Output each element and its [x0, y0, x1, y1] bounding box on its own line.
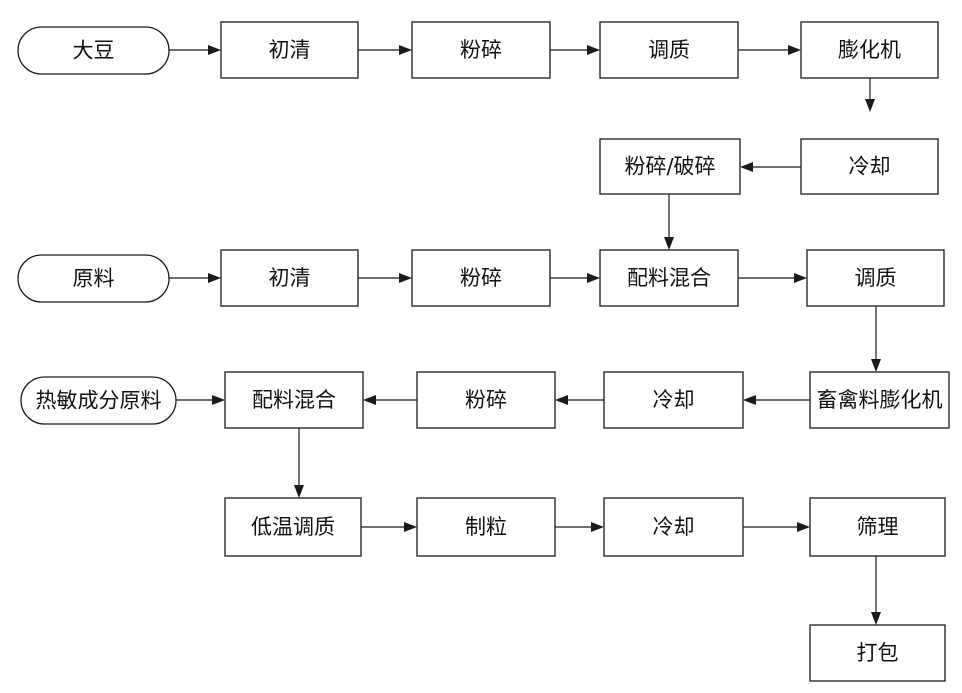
- arrow-condition-to-extruder: [738, 45, 801, 55]
- node-raw-material: 原料: [17, 254, 170, 303]
- node-heat-sensitive: 热敏成分原料: [20, 376, 177, 425]
- node-screening: 筛理: [809, 497, 946, 557]
- node-soybean-condition: 调质: [599, 21, 739, 79]
- arrow-cool-to-screening: [743, 522, 810, 532]
- node-label: 调质: [855, 266, 897, 290]
- node-label: 初清: [269, 266, 311, 290]
- arrow-clean-to-grind-2: [358, 273, 412, 283]
- node-label: 冷却: [653, 515, 695, 539]
- node-label: 粉碎: [460, 266, 502, 290]
- node-raw-condition: 调质: [806, 249, 945, 307]
- arrow-extruder-to-cool: [865, 78, 875, 112]
- node-label: 大豆: [73, 39, 115, 63]
- arrow-cool-to-crush: [740, 162, 801, 172]
- node-label: 粉碎: [465, 388, 507, 412]
- node-label: 筛理: [857, 515, 899, 539]
- node-label: 配料混合: [252, 388, 336, 412]
- arrow-grind-to-condition: [550, 45, 600, 55]
- node-label: 膨化机: [838, 38, 901, 62]
- node-final-mix: 配料混合: [224, 371, 364, 429]
- flow-arrows: [169, 45, 881, 625]
- node-extruded-grind: 粉碎: [416, 371, 556, 429]
- node-pelleting: 制粒: [416, 497, 556, 557]
- node-low-temp-condition: 低温调质: [224, 497, 362, 557]
- node-soybean-crush: 粉碎/破碎: [599, 138, 741, 195]
- node-label: 调质: [648, 38, 690, 62]
- node-label: 打包: [857, 641, 899, 665]
- node-soybean: 大豆: [17, 26, 170, 75]
- arrow-low-temp-to-pelleting: [361, 522, 417, 532]
- arrow-cool-to-grind: [555, 395, 604, 405]
- node-label: 畜禽料膨化机: [817, 388, 943, 412]
- node-label: 粉碎/破碎: [624, 155, 715, 179]
- node-feed-extruder: 畜禽料膨化机: [809, 371, 950, 429]
- arrow-crush-to-mix: [664, 194, 674, 250]
- node-soybean-cool: 冷却: [800, 138, 939, 195]
- arrow-soybean-to-clean: [169, 45, 221, 55]
- arrow-pelleting-to-cool: [555, 522, 604, 532]
- flow-nodes: 大豆 初清 粉碎 调质 膨化机 冷却 粉碎/破碎 原料: [17, 21, 950, 682]
- node-packing: 打包: [809, 624, 946, 682]
- arrow-grind-to-final-mix: [363, 395, 417, 405]
- node-raw-mix: 配料混合: [599, 249, 739, 307]
- arrow-feed-extruder-to-cool: [743, 395, 810, 405]
- node-raw-clean: 初清: [220, 249, 359, 307]
- node-label: 冷却: [849, 155, 891, 179]
- node-pellet-cool: 冷却: [603, 497, 744, 557]
- node-label: 初清: [269, 38, 311, 62]
- node-extruded-cool: 冷却: [603, 371, 744, 429]
- node-soybean-grind: 粉碎: [411, 21, 551, 79]
- node-label: 粉碎: [460, 38, 502, 62]
- node-label: 制粒: [465, 515, 507, 539]
- arrow-condition-to-feed-extruder: [871, 306, 881, 372]
- arrow-heat-sensitive-to-final-mix: [176, 395, 225, 405]
- arrow-final-mix-to-low-temp: [294, 428, 304, 498]
- node-label: 热敏成分原料: [36, 389, 162, 413]
- node-raw-grind: 粉碎: [411, 249, 551, 307]
- arrow-raw-to-clean: [169, 273, 221, 283]
- node-label: 冷却: [653, 388, 695, 412]
- node-soybean-clean: 初清: [220, 21, 359, 79]
- node-soybean-extruder: 膨化机: [800, 21, 939, 79]
- arrow-grind-to-mix: [550, 273, 600, 283]
- arrow-clean-to-grind: [358, 45, 412, 55]
- node-label: 原料: [73, 267, 115, 291]
- node-label: 低温调质: [251, 515, 335, 539]
- node-label: 配料混合: [627, 266, 711, 290]
- arrow-mix-to-condition: [738, 273, 807, 283]
- arrow-screening-to-packing: [871, 556, 881, 625]
